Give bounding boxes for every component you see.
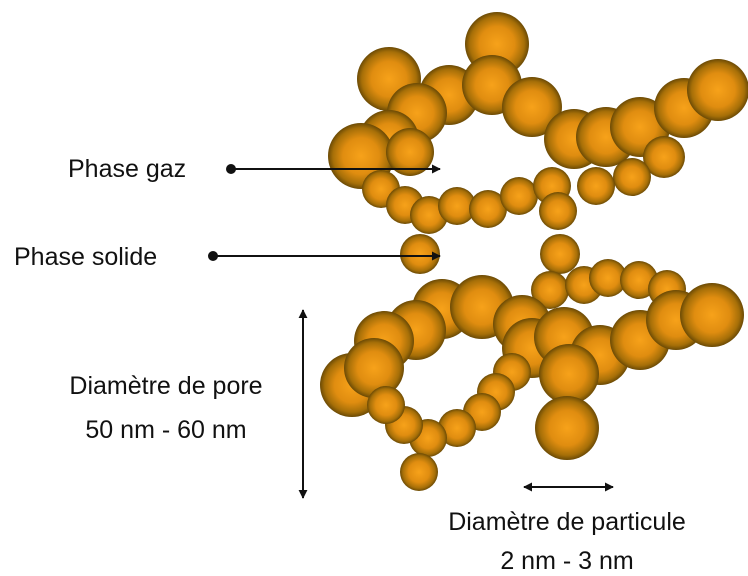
particle <box>386 128 434 176</box>
particle <box>400 453 438 491</box>
particle <box>469 190 507 228</box>
solid-phase-label: Phase solide <box>14 243 157 271</box>
particle <box>367 386 405 424</box>
particle-diameter-range: 2 nm - 3 nm <box>500 547 633 575</box>
particle <box>438 187 476 225</box>
particle <box>531 271 569 309</box>
particle <box>687 59 748 121</box>
particle <box>438 409 476 447</box>
particle <box>680 283 744 347</box>
particle <box>400 234 440 274</box>
pore-diameter-range: 50 nm - 60 nm <box>85 416 246 444</box>
pore-diameter-title: Diamètre de pore <box>69 372 262 400</box>
particle <box>613 158 651 196</box>
particle-network <box>320 12 748 491</box>
particle <box>539 344 599 404</box>
particle <box>643 136 685 178</box>
particle <box>539 192 577 230</box>
particle <box>540 234 580 274</box>
particle <box>577 167 615 205</box>
particle <box>535 396 599 460</box>
particle <box>589 259 627 297</box>
particle-diameter-title: Diamètre de particule <box>448 508 686 536</box>
particle <box>500 177 538 215</box>
gas-phase-label: Phase gaz <box>68 155 186 183</box>
particle <box>502 77 562 137</box>
particle <box>344 338 404 398</box>
